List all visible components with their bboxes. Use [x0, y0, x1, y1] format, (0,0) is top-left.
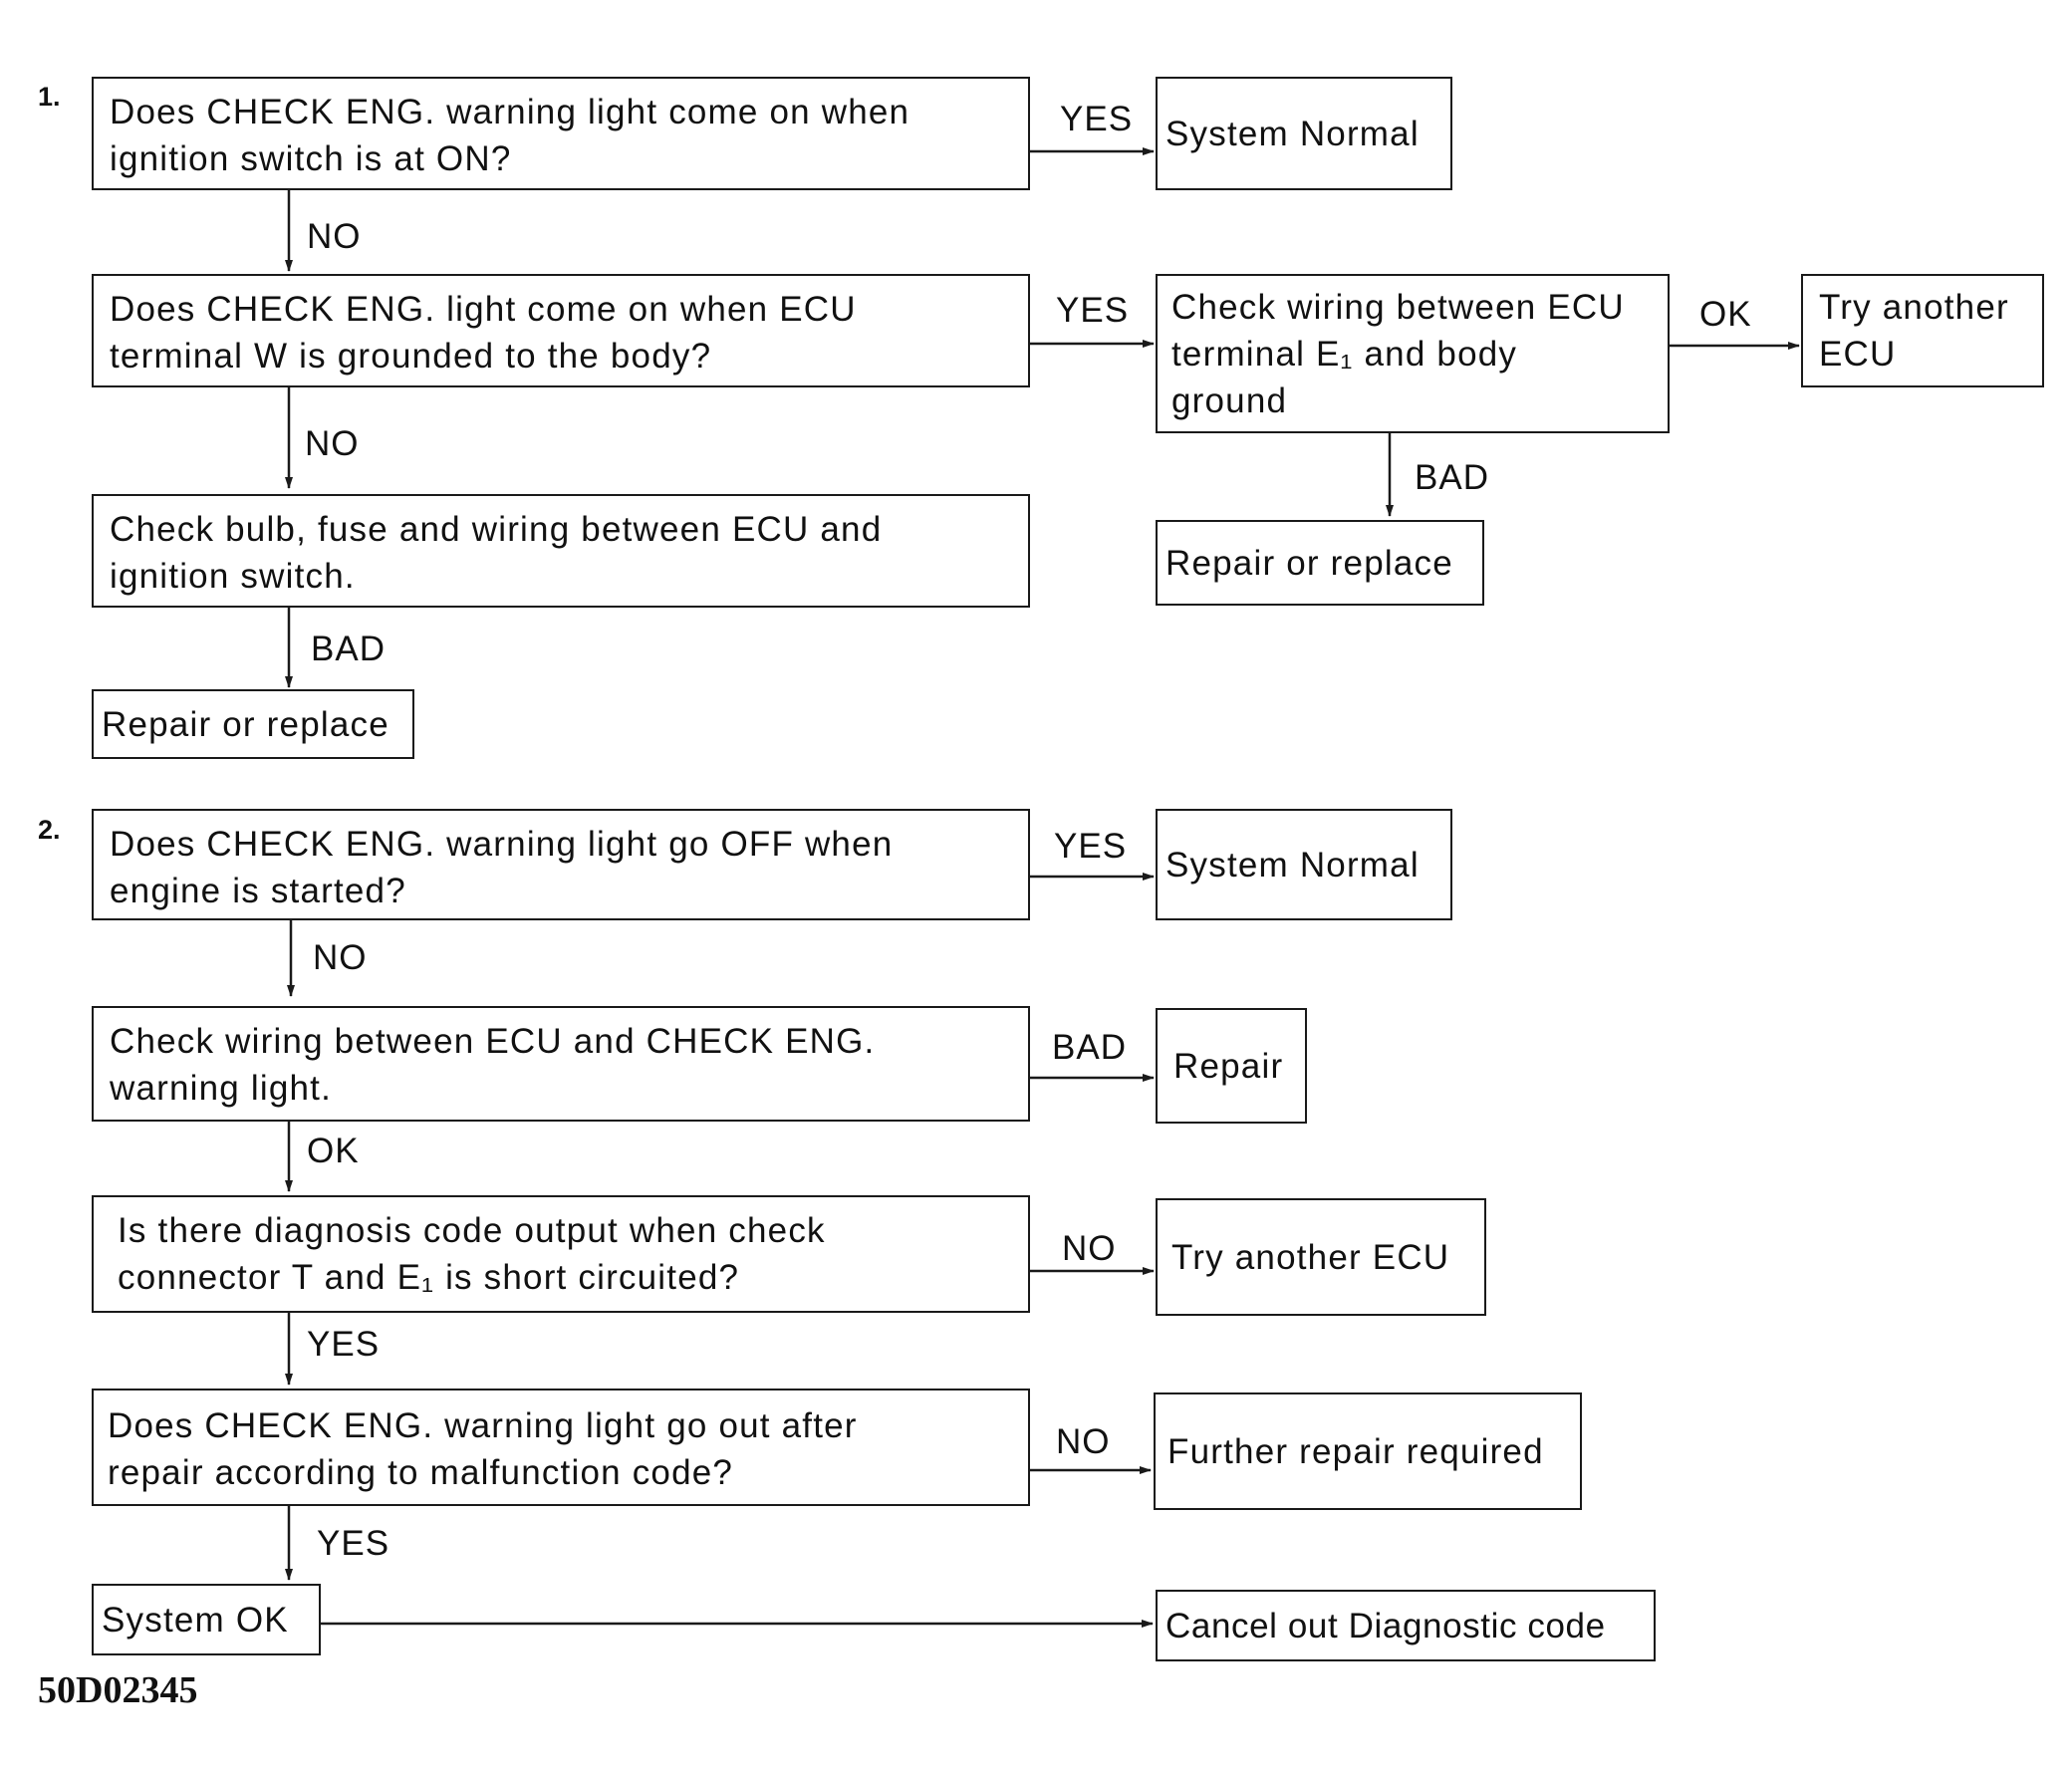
node-s1-check-wiring-e1: Check wiring between ECU terminal E₁ and… — [1156, 274, 1670, 433]
node-text-line: Is there diagnosis code output when chec… — [118, 1211, 826, 1250]
node-text-line: terminal E₁ and body — [1171, 335, 1518, 374]
edge-label-bad: BAD — [311, 630, 386, 668]
node-text-line: System Normal — [1166, 114, 1420, 153]
node-s2-question-engine-started: Does CHECK ENG. warning light go OFF whe… — [92, 809, 1030, 920]
node-text-line: terminal W is grounded to the body? — [110, 337, 712, 376]
edge-label-no: NO — [307, 217, 362, 256]
node-text-line: Try another ECU — [1171, 1237, 1450, 1277]
node-s2-cancel-diagnostic-code: Cancel out Diagnostic code — [1156, 1590, 1656, 1661]
node-text-line: Repair — [1173, 1046, 1284, 1086]
node-s2-repair: Repair — [1156, 1008, 1307, 1124]
node-text-line: Repair or replace — [1166, 543, 1453, 583]
edge-label-no: NO — [1056, 1422, 1111, 1461]
node-s2-question-light-out: Does CHECK ENG. warning light go out aft… — [92, 1389, 1030, 1506]
node-text-line: System Normal — [1166, 845, 1420, 885]
node-text-line: Does CHECK ENG. warning light come on wh… — [110, 93, 910, 131]
edge-label-bad: BAD — [1052, 1028, 1127, 1067]
figure-code: 50D02345 — [38, 1669, 198, 1711]
node-s1-try-another-ecu: Try another ECU — [1801, 274, 2044, 387]
node-text-line: Check wiring between ECU — [1171, 288, 1625, 327]
node-text-line: ignition switch. — [110, 557, 356, 596]
edge-label-yes: YES — [1060, 100, 1134, 138]
node-s2-system-normal: System Normal — [1156, 809, 1452, 920]
edge-label-no: NO — [1062, 1229, 1117, 1268]
node-text-line: engine is started? — [110, 872, 406, 910]
node-s1-question-ignition-on: Does CHECK ENG. warning light come on wh… — [92, 77, 1030, 190]
node-text-line: warning light. — [110, 1069, 333, 1108]
section-number-2: 2. — [38, 815, 61, 845]
edge-label-bad: BAD — [1415, 458, 1489, 497]
edge-label-yes: YES — [307, 1325, 381, 1364]
node-text-line: Further repair required — [1167, 1431, 1544, 1471]
edge-label-yes: YES — [1056, 291, 1130, 330]
node-s2-check-wiring-light: Check wiring between ECU and CHECK ENG. … — [92, 1006, 1030, 1122]
node-text-line: Repair or replace — [102, 704, 389, 744]
edge-label-no: NO — [305, 424, 360, 463]
edge-label-ok: OK — [307, 1132, 360, 1170]
edge-label-ok: OK — [1699, 295, 1752, 334]
edge-label-no: NO — [313, 938, 368, 977]
section-number-1: 1. — [38, 82, 61, 112]
node-text-line: Cancel out Diagnostic code — [1166, 1606, 1606, 1645]
node-text-line: Does CHECK ENG. warning light go OFF whe… — [110, 825, 894, 864]
node-text-line: connector T and E₁ is short circuited? — [118, 1258, 740, 1297]
node-text-line: ground — [1171, 381, 1288, 420]
node-text-line: Check bulb, fuse and wiring between ECU … — [110, 510, 883, 549]
edge-label-yes: YES — [1054, 827, 1128, 866]
edge-label-yes: YES — [317, 1524, 390, 1563]
node-text-line: Check wiring between ECU and CHECK ENG. — [110, 1022, 876, 1061]
node-s1-question-ecu-w-grounded: Does CHECK ENG. light come on when ECU t… — [92, 274, 1030, 387]
node-s1-repair-or-replace-left: Repair or replace — [92, 689, 414, 759]
node-s2-further-repair-required: Further repair required — [1154, 1392, 1582, 1510]
node-s1-check-bulb-fuse: Check bulb, fuse and wiring between ECU … — [92, 494, 1030, 608]
node-s2-question-diagnosis-code: Is there diagnosis code output when chec… — [92, 1195, 1030, 1313]
node-text-line: Try another — [1819, 288, 2009, 327]
node-s1-system-normal: System Normal — [1156, 77, 1452, 190]
node-text-line: repair according to malfunction code? — [108, 1453, 734, 1492]
node-s1-repair-or-replace-right: Repair or replace — [1156, 520, 1484, 606]
node-s2-system-ok: System OK — [92, 1584, 321, 1655]
node-text-line: ECU — [1819, 335, 1897, 374]
node-text-line: Does CHECK ENG. warning light go out aft… — [108, 1406, 858, 1445]
node-text-line: System OK — [102, 1600, 289, 1640]
node-text-line: Does CHECK ENG. light come on when ECU — [110, 290, 857, 329]
node-text-line: ignition switch is at ON? — [110, 139, 512, 178]
node-s2-try-another-ecu: Try another ECU — [1156, 1198, 1486, 1316]
